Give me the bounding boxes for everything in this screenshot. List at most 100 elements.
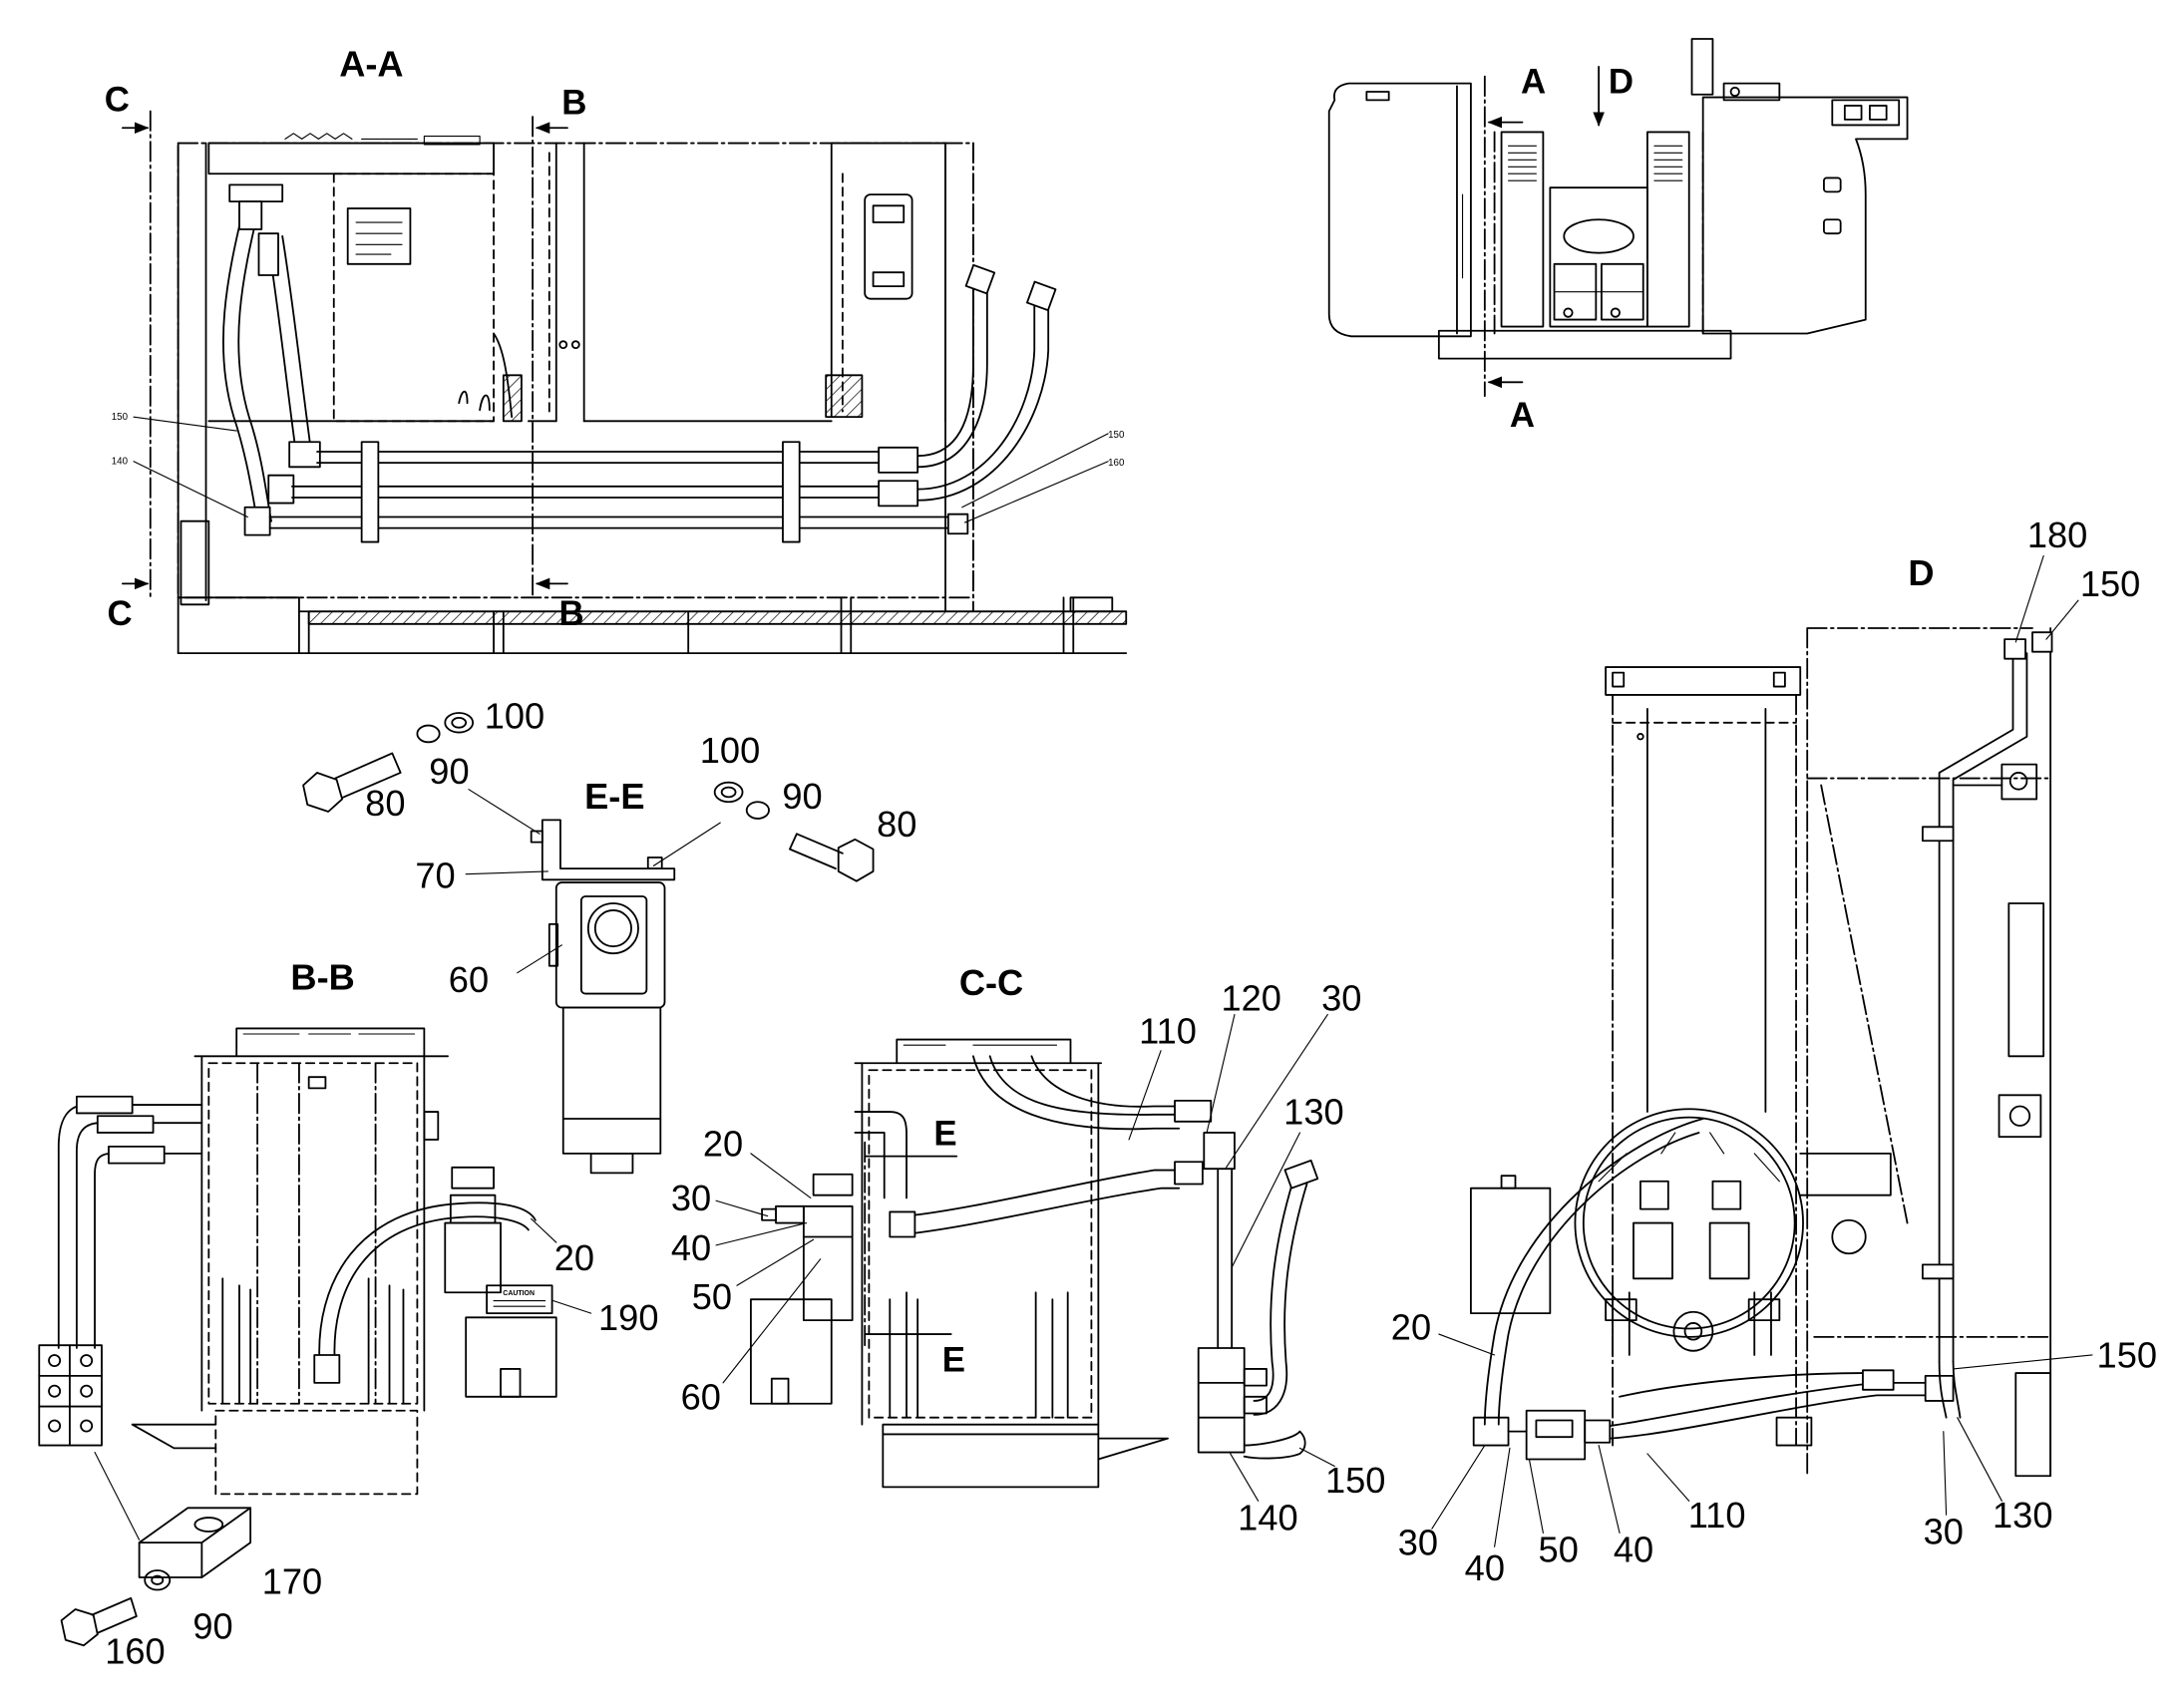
small-leaders-aa-part — [133, 416, 1109, 523]
section-aa-frame-part — [332, 172, 495, 423]
bolt-160 — [60, 1596, 138, 1647]
section-aa-frame-part — [558, 340, 568, 350]
cut-line-a — [1483, 75, 1524, 398]
cut-label-c-top: C — [105, 81, 130, 120]
callout-130: 130 — [1283, 1092, 1343, 1133]
pipes-aa — [268, 263, 1057, 543]
frame-d-part — [1820, 784, 1909, 1224]
manifold-bb-part — [80, 1419, 94, 1433]
reservoir-box-bb — [465, 1316, 557, 1398]
section-aa-frame-part — [207, 142, 495, 175]
manifold-bb-part — [48, 1354, 62, 1368]
callout-140: 140 — [1238, 1498, 1297, 1538]
washer-100-right-part — [720, 786, 737, 799]
clamp-block-170 — [138, 1507, 252, 1578]
callout-20: 20 — [554, 1237, 594, 1278]
right-enclosure-part — [1722, 82, 1781, 102]
filter-60-part — [554, 881, 666, 1009]
callout-30: 30 — [1398, 1523, 1438, 1563]
hoses-cc-part — [889, 1210, 916, 1238]
hoses-bb-part — [57, 1104, 203, 1349]
callout-130: 130 — [1993, 1495, 2052, 1536]
winch-frames-part — [1549, 186, 1648, 328]
callout-60: 60 — [681, 1376, 721, 1417]
pipes-aa-part — [878, 480, 919, 508]
side-brackets-d-part — [2008, 1105, 2031, 1127]
bolt-160-part — [91, 1596, 138, 1634]
frame-d-part — [1831, 1218, 1867, 1255]
filter-60-part — [593, 909, 632, 948]
hoses-left-aa-part — [288, 441, 321, 469]
small-callout-aa: 140 — [112, 457, 129, 468]
pipes-aa-part — [1026, 280, 1057, 312]
section-cc: C-C E E 110 120 30 130 20 30 40 50 60 14… — [671, 962, 1386, 1538]
tank-cc — [854, 1038, 1103, 1426]
pump-motor-d-part — [1711, 1180, 1742, 1210]
hose-130-cc — [1253, 1159, 1319, 1416]
manifold-bb-part — [48, 1419, 62, 1433]
section-aa-frame-part — [570, 340, 580, 350]
pipes-d — [1609, 1369, 1955, 1440]
pipe-150-d-part — [2008, 772, 2028, 791]
hoses-bb-part — [76, 1095, 134, 1115]
callout-80: 80 — [877, 804, 916, 845]
left-enclosure-part — [1365, 91, 1390, 102]
pump-motor-d-part — [1683, 1322, 1703, 1341]
section-ee: E-E 100 90 80 100 90 80 70 60 — [302, 695, 916, 1175]
reservoir-box-d — [1469, 1175, 1552, 1315]
winch-frames-part — [1563, 307, 1574, 318]
floor-beam-aa-part — [307, 610, 1128, 625]
side-brackets-d-part — [1998, 1094, 2042, 1139]
callout-150: 150 — [2080, 563, 2140, 604]
section-bb: CAUTION B-B 20 190 170 9 — [38, 956, 658, 1671]
main-view: A D A — [1327, 38, 1909, 435]
winch-frames-part — [1653, 145, 1683, 181]
manifold-cc-part — [1197, 1381, 1246, 1419]
tank-bb-part — [256, 1062, 377, 1405]
washer-100-left — [444, 712, 475, 734]
right-enclosure-part — [1843, 105, 1863, 121]
winch-frames — [1493, 131, 1704, 335]
pipes-aa-part — [268, 515, 960, 529]
washer-90-bb — [144, 1569, 172, 1591]
manifold-cc-part — [1197, 1347, 1246, 1454]
callout-120: 120 — [1221, 977, 1280, 1018]
section-aa-frame-part — [872, 271, 906, 288]
reservoir-box-d-part — [1500, 1175, 1517, 1190]
section-aa-frame — [177, 133, 974, 654]
manifold-bb-part — [38, 1344, 103, 1447]
callout-20: 20 — [1391, 1307, 1431, 1348]
pump-motor-d-part — [1605, 1298, 1637, 1322]
pipe-150-d-part — [2000, 763, 2038, 801]
section-aa-frame-part — [825, 374, 864, 419]
pipes-aa-part — [291, 485, 881, 499]
clamp-block-170-part — [193, 1517, 224, 1533]
pipes-aa-part — [360, 441, 380, 543]
pipe-vertical-cc — [1217, 1169, 1234, 1349]
frame-d-part — [1636, 733, 1644, 741]
tank-cc-part — [889, 1291, 1069, 1419]
right-enclosure-part — [1869, 105, 1888, 121]
pipes-d-part — [1609, 1381, 1927, 1427]
hoses-left-aa-part — [238, 200, 263, 230]
hose-150-cc — [1243, 1430, 1306, 1460]
tank-bb-part — [207, 1062, 419, 1405]
right-enclosure-part — [1823, 218, 1842, 235]
manifold-cc-part — [1243, 1368, 1268, 1387]
hoses-bb-part — [96, 1115, 155, 1134]
pipe-150-d-part — [1938, 652, 2014, 1363]
section-aa-frame-part — [177, 142, 974, 599]
frame-d-part — [1612, 694, 1797, 1447]
frame-d-part — [1775, 1416, 1813, 1447]
hose-20-d — [1483, 1118, 1704, 1426]
washer-90-right — [745, 801, 770, 820]
hose-20-bb — [313, 1201, 537, 1384]
pump-motor-d — [1574, 1108, 1804, 1356]
hoses-cc-part — [1030, 1055, 1181, 1108]
tank-cc-part — [868, 1069, 1093, 1419]
caution-plate-bb-part — [493, 1300, 546, 1307]
pipe-150-d-part — [2003, 638, 2026, 660]
right-enclosure-part — [1831, 99, 1901, 127]
filter-cc-part — [802, 1204, 854, 1322]
pump-motor-d-part — [1672, 1310, 1714, 1352]
